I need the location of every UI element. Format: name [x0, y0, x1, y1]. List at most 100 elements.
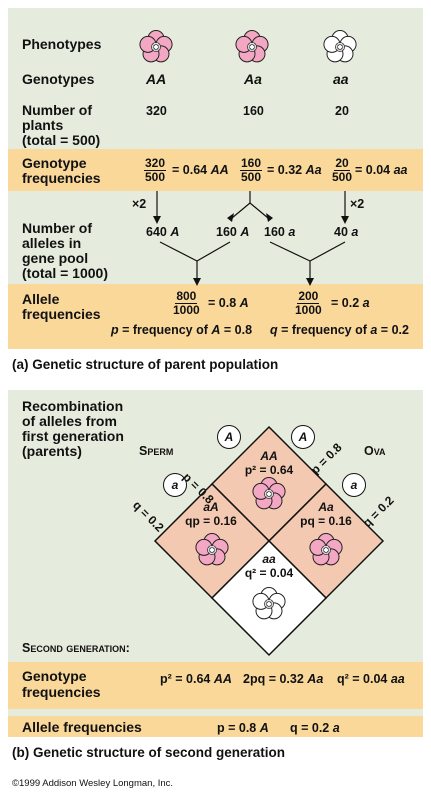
value: = 0.8 — [220, 323, 253, 337]
sperm-allele-A-circle: A — [217, 425, 241, 449]
gen2-freq-A: p = 0.8 A — [217, 721, 269, 735]
stamen — [251, 48, 253, 51]
stamen — [157, 44, 159, 46]
times-two-left: ×2 — [132, 197, 147, 211]
stamen — [327, 551, 329, 553]
recomb-label-1: Recombination — [22, 398, 124, 414]
stamen — [209, 547, 211, 549]
freq-expr: p = 0.8 — [217, 721, 257, 735]
second-generation-label: Second generation: — [22, 641, 130, 655]
allele-count-160A: 160 A — [216, 225, 249, 239]
freq-genotype: AA — [210, 163, 229, 177]
alleles-label-3: gene pool — [22, 250, 89, 266]
freq-genotype: aa — [393, 163, 408, 177]
stamen — [270, 493, 273, 495]
freq-allele: A — [239, 296, 249, 310]
stamen — [266, 601, 268, 603]
cell-frequency: q² = 0.04 — [244, 566, 294, 580]
count-number: 640 — [146, 225, 167, 239]
stamen — [339, 43, 341, 46]
stamen — [322, 549, 325, 551]
p-definition: p = frequency of A = 0.8 — [111, 323, 252, 337]
stamen — [211, 546, 213, 549]
pink-flower-icon — [139, 30, 173, 63]
stamen — [209, 551, 211, 553]
freq-genotype: Aa — [307, 672, 324, 686]
stamen — [327, 549, 330, 551]
freq-A: = 0.8 A — [208, 296, 249, 310]
fraction-numerator: 800 — [175, 289, 198, 304]
stamen — [253, 48, 255, 50]
plants-label-1: Number of — [22, 102, 92, 118]
allele-freq-label-1: Allele — [22, 291, 60, 307]
q-definition: q = frequency of a = 0.2 — [270, 323, 409, 337]
stamen — [325, 546, 327, 549]
stamen — [157, 46, 160, 48]
gen2-genotype-freq-label-1: Genotype — [22, 668, 87, 684]
ova-allele-a-circle: a — [342, 473, 366, 497]
count-number: 160 — [264, 225, 285, 239]
stamen — [153, 48, 155, 50]
count-number: 160 — [216, 225, 237, 239]
stamen — [266, 495, 268, 497]
gen2-freq-aa: q² = 0.04 aa — [337, 672, 405, 686]
plants-label-3: (total = 500) — [22, 132, 101, 148]
caption-a: (a) Genetic structure of parent populati… — [12, 357, 279, 372]
freq-a: = 0.2 a — [331, 296, 370, 310]
fraction-denominator: 1000 — [295, 303, 322, 317]
freq-AA: = 0.64 AA — [172, 163, 229, 177]
white-flower-icon — [252, 587, 286, 620]
stamen — [213, 547, 215, 549]
cell-genotype: aA — [203, 500, 219, 514]
freq-aa: = 0.04 aa — [355, 163, 408, 177]
pink-flower-icon — [252, 477, 286, 510]
genotype-Aa: Aa — [244, 71, 262, 87]
var: q — [270, 323, 278, 337]
stamen — [337, 48, 339, 50]
caption-b: (b) Genetic structure of second generati… — [12, 745, 286, 760]
cell-genotype: Aa — [318, 500, 334, 514]
stamen — [153, 44, 155, 46]
fraction-denominator: 500 — [332, 170, 353, 184]
cell-frequency: p² = 0.64 — [244, 463, 294, 477]
alleles-label-4: (total = 1000) — [22, 265, 108, 281]
stamen — [341, 46, 344, 48]
gen2-genotype-freq-label-2: frequencies — [22, 684, 101, 700]
freq-value: = 0.2 — [331, 296, 360, 310]
stamen — [265, 603, 268, 605]
genotypes-label: Genotypes — [22, 71, 95, 87]
plant-count-AA: 320 — [146, 104, 167, 118]
cell-genotype: aa — [262, 552, 276, 566]
alleles-label-1: Number of — [22, 220, 92, 236]
stamen — [155, 43, 157, 46]
gen2-allele-freq-label: Allele frequencies — [22, 719, 142, 735]
fraction-numerator: 160 — [240, 156, 263, 171]
fraction-denominator: 1000 — [173, 303, 200, 317]
allele-frequencies-band — [8, 284, 423, 349]
sperm-label: Sperm — [139, 444, 174, 458]
freq-expr: q² = 0.04 — [337, 672, 388, 686]
gen2-freq-AA: p² = 0.64 AA — [160, 672, 232, 686]
stamen — [211, 551, 213, 554]
stamen — [213, 549, 216, 551]
freq-expr: p² = 0.64 — [160, 672, 211, 686]
count-allele: A — [240, 225, 250, 239]
stamen — [157, 48, 159, 50]
allele: A — [211, 323, 221, 337]
plant-count-aa: 20 — [335, 104, 349, 118]
genotype-AA: AA — [146, 71, 167, 87]
freq-genotype: AA — [213, 672, 232, 686]
freq-value: = 0.64 — [172, 163, 208, 177]
stamen — [253, 46, 256, 48]
ova-allele-A-circle: A — [291, 425, 315, 449]
sperm-allele-a-circle: a — [163, 473, 187, 497]
stamen — [339, 48, 341, 51]
gen2-freq-a: q = 0.2 a — [290, 721, 340, 735]
